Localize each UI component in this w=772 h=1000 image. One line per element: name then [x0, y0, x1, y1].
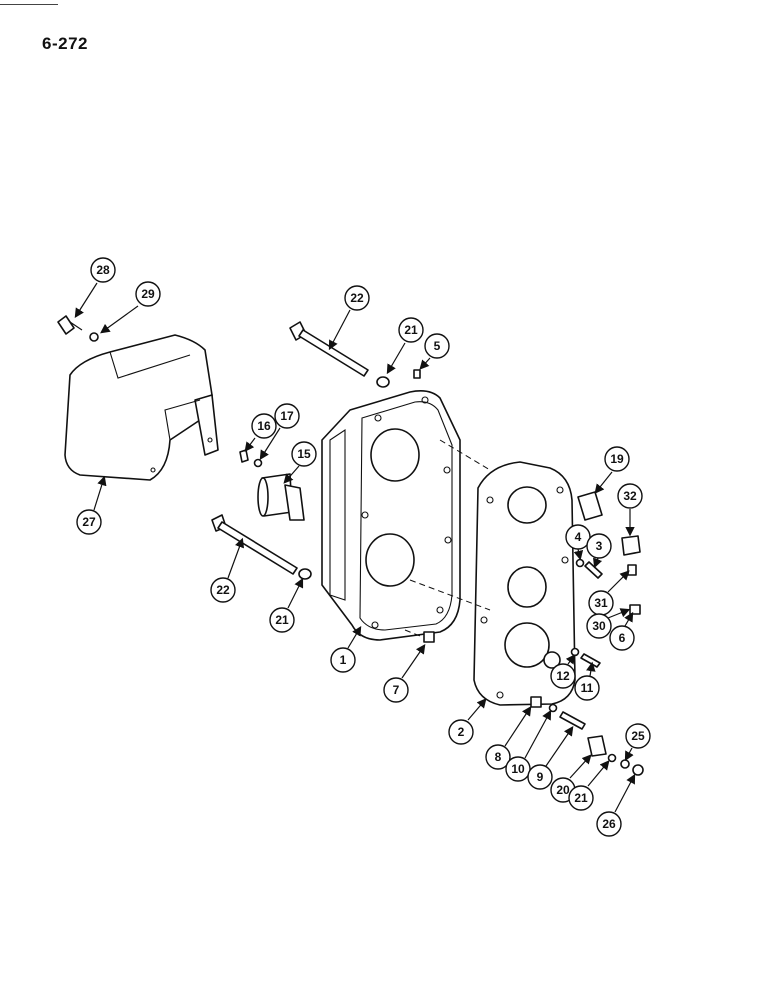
svg-text:31: 31	[594, 596, 608, 610]
nut-part-17	[253, 458, 263, 468]
roller-part-20	[587, 735, 607, 757]
callout-21-right: 21	[568, 760, 610, 811]
svg-text:9: 9	[537, 770, 544, 784]
svg-text:2: 2	[458, 725, 465, 739]
svg-text:28: 28	[96, 263, 110, 277]
long-bolt-part-22-upper	[289, 321, 369, 377]
svg-text:20: 20	[556, 783, 570, 797]
callout-31: 31	[588, 570, 630, 616]
callout-3: 3	[586, 533, 612, 569]
washer-part-10	[548, 703, 558, 713]
bolt-part-28	[57, 315, 83, 335]
callout-11: 11	[574, 661, 600, 701]
bolt-part-9	[559, 711, 586, 730]
callout-4: 4	[565, 524, 591, 561]
gearcase-housing-part-1	[321, 390, 461, 641]
page-number: 6-272	[42, 34, 88, 53]
svg-text:27: 27	[82, 515, 96, 529]
callout-layer: 28 29 22 21 5 16 17	[74, 257, 651, 837]
svg-text:1: 1	[340, 653, 347, 667]
callout-12: 12	[550, 654, 576, 689]
svg-text:16: 16	[257, 419, 271, 433]
washer-part-21-right	[607, 753, 617, 763]
svg-text:21: 21	[574, 791, 588, 805]
svg-text:25: 25	[631, 729, 645, 743]
callout-10: 10	[505, 709, 552, 782]
callout-22-upper: 22	[328, 285, 370, 351]
callout-6: 6	[609, 611, 635, 651]
svg-text:32: 32	[623, 489, 637, 503]
callout-21-lower: 21	[269, 577, 304, 633]
washer-part-21-upper	[376, 376, 390, 388]
bolt-part-11	[580, 653, 601, 668]
callout-5: 5	[419, 333, 450, 370]
callout-16: 16	[244, 413, 277, 452]
svg-text:7: 7	[393, 683, 400, 697]
nut-part-25	[620, 759, 630, 769]
svg-text:22: 22	[216, 583, 230, 597]
svg-text:12: 12	[556, 669, 570, 683]
fitting-part-30	[629, 604, 641, 615]
pin-part-5	[413, 369, 421, 379]
svg-text:5: 5	[434, 339, 441, 353]
sleeve-part-19	[577, 491, 603, 521]
callout-30: 30	[586, 608, 631, 639]
svg-text:11: 11	[581, 681, 594, 695]
callout-17: 17	[259, 403, 300, 461]
svg-text:29: 29	[141, 287, 155, 301]
spacer-part-8	[530, 696, 542, 708]
long-bolt-part-22-lower	[211, 514, 298, 575]
tube-part-15	[257, 473, 305, 521]
svg-text:21: 21	[404, 323, 418, 337]
svg-text:6: 6	[619, 631, 626, 645]
nut-part-29	[89, 332, 99, 342]
bolt-part-3	[584, 561, 603, 579]
washer-part-12	[570, 647, 580, 657]
cover-plate-part-2	[473, 461, 576, 706]
callout-27: 27	[76, 475, 107, 535]
callout-28: 28	[74, 257, 116, 319]
breather-cap-part-32	[621, 535, 641, 556]
callout-1: 1	[330, 625, 362, 673]
callout-7: 7	[383, 644, 426, 703]
svg-text:22: 22	[350, 291, 364, 305]
callout-8: 8	[485, 705, 532, 770]
dowel-part-7	[423, 631, 435, 643]
fitting-part-31	[627, 564, 637, 576]
svg-text:30: 30	[592, 619, 606, 633]
svg-text:3: 3	[596, 539, 603, 553]
callout-29: 29	[100, 281, 161, 334]
callout-9: 9	[527, 726, 574, 790]
callout-26: 26	[596, 773, 636, 837]
svg-text:17: 17	[280, 409, 294, 423]
shield-guard-part	[64, 334, 219, 481]
callout-2: 2	[448, 698, 487, 745]
svg-text:19: 19	[610, 452, 624, 466]
callout-21-upper: 21	[386, 317, 424, 375]
svg-text:26: 26	[602, 817, 616, 831]
svg-text:4: 4	[575, 530, 582, 544]
header-rule	[0, 4, 58, 5]
washer-part-4	[575, 558, 585, 568]
alignment-line	[409, 579, 491, 611]
callout-25: 25	[624, 723, 651, 762]
svg-text:15: 15	[297, 447, 311, 461]
svg-text:8: 8	[495, 750, 502, 764]
callout-22-lower: 22	[210, 537, 245, 603]
svg-text:10: 10	[511, 762, 525, 776]
nut-part-26	[632, 764, 644, 776]
washer-part-21-lower	[298, 568, 312, 580]
callout-15: 15	[283, 441, 317, 484]
callout-19: 19	[594, 446, 630, 494]
callout-32: 32	[617, 483, 643, 537]
svg-text:21: 21	[275, 613, 289, 627]
bolt-part-16	[239, 449, 249, 463]
